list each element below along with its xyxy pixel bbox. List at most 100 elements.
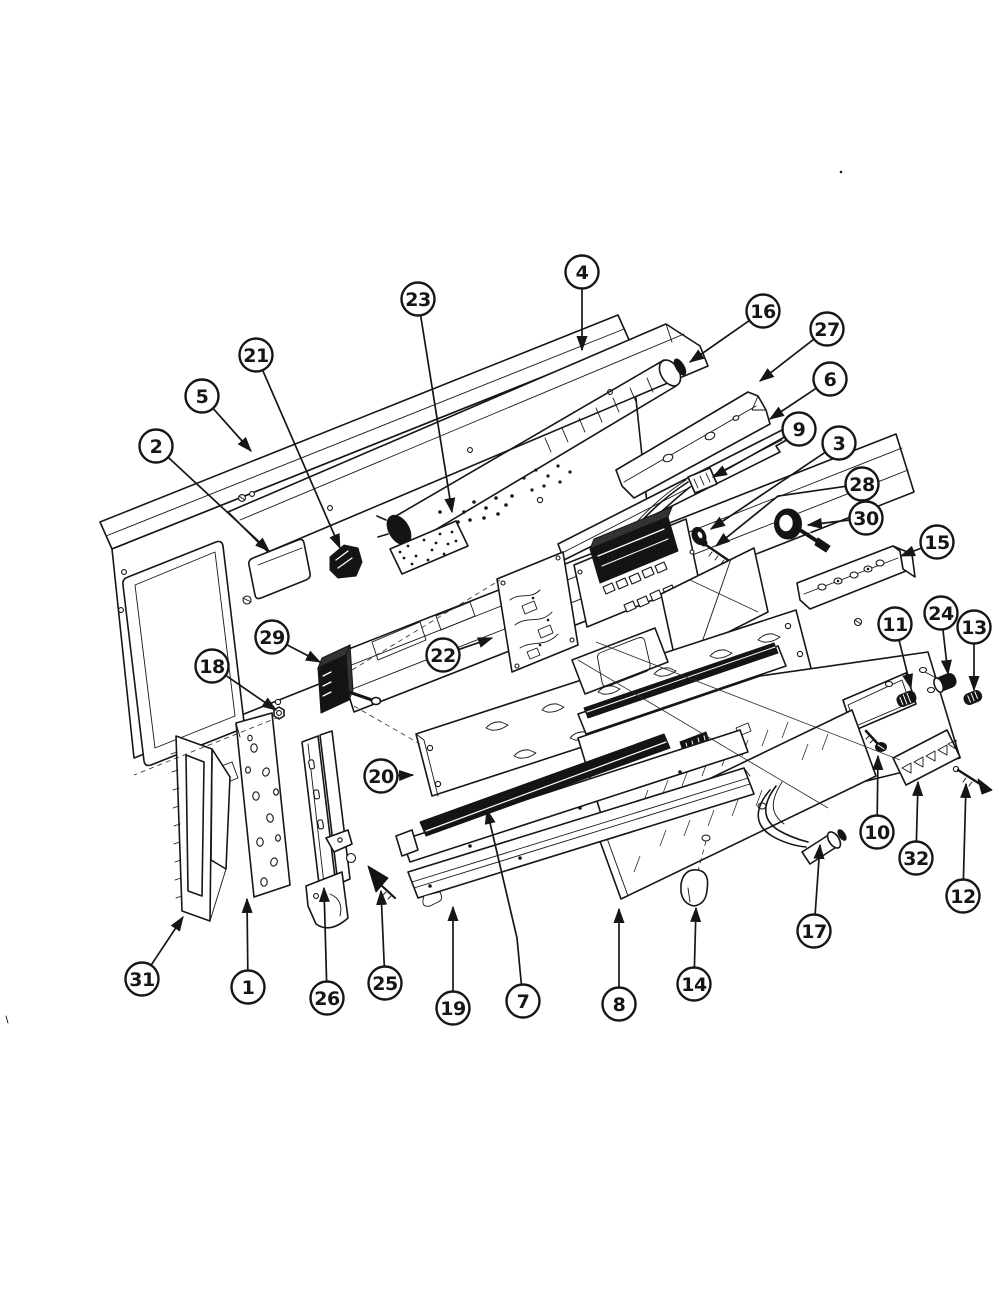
callout-32: 32: [898, 780, 934, 876]
callout-circle-11: [877, 606, 913, 642]
part-screw-12: [952, 765, 993, 795]
callout-leader-27: [758, 338, 815, 382]
callout-number-19: 19: [440, 998, 465, 1020]
callout-circle-28: [844, 466, 880, 502]
part-bracket-27: [615, 391, 771, 499]
callout-21: 21: [238, 337, 341, 550]
callout-circle-1: [230, 969, 266, 1005]
callout-leader-7: [484, 808, 523, 985]
callout-number-25: 25: [372, 973, 397, 995]
callout-13: 13: [956, 609, 992, 692]
callout-number-9: 9: [793, 419, 806, 441]
callout-24: 24: [923, 595, 959, 676]
callout-3: 3: [709, 425, 857, 530]
callout-circle-30: [848, 500, 884, 536]
callout-leader-12: [960, 782, 972, 880]
part-trim-bar-upper: [395, 729, 749, 863]
callout-28: 28: [714, 466, 880, 547]
callout-circle-26: [309, 980, 345, 1016]
callout-number-8: 8: [613, 994, 626, 1016]
callout-4: 4: [564, 254, 600, 352]
callout-circle-9: [781, 411, 817, 447]
callout-leader-18: [225, 674, 278, 711]
callout-leader-23: [419, 315, 456, 514]
callout-number-26: 26: [314, 988, 340, 1010]
part-selector-knob: [774, 508, 831, 553]
callout-circle-19: [435, 990, 471, 1026]
callout-circle-31: [124, 961, 160, 997]
part-circuit-board: [496, 551, 579, 673]
callout-number-30: 30: [853, 508, 879, 530]
callout-leader-30: [806, 517, 850, 529]
callout-1: 1: [230, 897, 266, 1005]
part-lens-panel: [660, 547, 769, 660]
part-end-cap: [680, 868, 709, 907]
callout-27: 27: [758, 311, 845, 382]
callout-19: 19: [435, 905, 471, 1026]
part-button-24: [933, 673, 957, 693]
callout-circle-29: [254, 619, 290, 655]
callout-circle-23: [400, 281, 436, 317]
callout-20: 20: [363, 758, 415, 794]
part-end-trim: [170, 735, 231, 922]
callout-12: 12: [945, 782, 981, 914]
callout-circle-4: [564, 254, 600, 290]
callout-circle-22: [425, 637, 461, 673]
callout-leader-31: [150, 915, 184, 966]
callout-circle-20: [363, 758, 399, 794]
callout-29: 29: [254, 619, 322, 663]
callout-number-2: 2: [150, 436, 163, 458]
callout-leader-10: [872, 754, 884, 816]
part-screw-25: [345, 852, 397, 900]
callout-circle-2: [138, 428, 174, 464]
callout-number-22: 22: [430, 645, 455, 667]
callout-leader-6: [768, 387, 817, 420]
callout-number-1: 1: [242, 977, 255, 999]
callout-number-18: 18: [199, 656, 225, 678]
callout-leader-16: [688, 319, 750, 363]
callout-30: 30: [806, 500, 884, 536]
callout-number-6: 6: [824, 369, 837, 391]
callout-circle-3: [821, 425, 857, 461]
callout-number-5: 5: [196, 386, 209, 408]
callout-circle-12: [945, 878, 981, 914]
callout-circle-27: [809, 311, 845, 347]
callout-number-4: 4: [576, 262, 589, 284]
callout-number-27: 27: [814, 319, 839, 341]
callout-number-3: 3: [833, 433, 846, 455]
part-button-11: [896, 690, 917, 707]
callout-number-13: 13: [961, 617, 986, 639]
callout-31: 31: [124, 915, 184, 997]
paper-speck: [5, 170, 843, 1024]
callout-leader-3: [709, 451, 826, 530]
callout-number-11: 11: [882, 614, 907, 636]
callout-leader-21: [261, 369, 341, 550]
callout-number-32: 32: [903, 848, 928, 870]
callout-circle-24: [923, 595, 959, 631]
callout-number-14: 14: [681, 974, 707, 996]
part-button-13: [963, 690, 983, 705]
part-manifold-rail: [577, 642, 787, 735]
callout-circle-15: [919, 524, 955, 560]
callout-circle-32: [898, 840, 934, 876]
part-hole-bracket: [235, 712, 291, 898]
callout-circle-18: [194, 648, 230, 684]
part-switch-21: [329, 544, 363, 579]
callout-leader-22: [458, 637, 494, 651]
callout-leader-26: [318, 886, 330, 982]
callout-17: 17: [796, 843, 832, 949]
callout-10: 10: [859, 754, 895, 850]
callout-circle-21: [238, 337, 274, 373]
part-slot-support: [571, 627, 669, 695]
callout-leader-20: [397, 769, 415, 781]
callout-16: 16: [688, 293, 781, 363]
callout-leader-32: [912, 780, 924, 842]
callout-circle-25: [367, 965, 403, 1001]
callout-circle-7: [505, 983, 541, 1019]
callout-leader-15: [899, 545, 922, 557]
callout-leader-28: [714, 485, 846, 547]
callout-8: 8: [601, 907, 637, 1022]
